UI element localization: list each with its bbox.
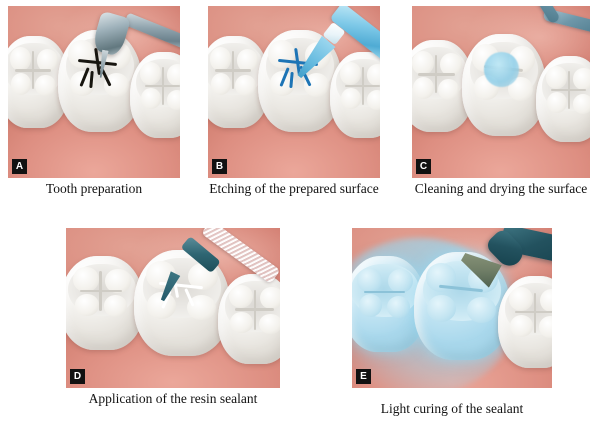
cusp	[367, 64, 380, 86]
cusp	[209, 47, 232, 71]
cusp	[268, 40, 295, 68]
fissure	[361, 67, 365, 106]
cusp	[140, 88, 162, 109]
tooth-right	[130, 52, 180, 138]
cusp	[358, 294, 382, 318]
cusp	[388, 269, 413, 294]
panel-badge-d: D	[70, 369, 85, 384]
cusp	[572, 93, 590, 114]
caption-a: Tooth preparation	[45, 181, 143, 196]
cusp	[230, 311, 253, 334]
fissure	[363, 290, 405, 294]
cusp	[228, 284, 253, 309]
fissure	[533, 292, 537, 334]
cusp	[439, 52, 463, 76]
tooth-right	[218, 274, 280, 364]
cusp	[210, 72, 232, 95]
tooth-left	[208, 36, 270, 128]
panel-badge-e: E	[356, 369, 371, 384]
panel-d-image: D	[66, 228, 280, 388]
cusp	[139, 62, 162, 85]
panel-badge-b: B	[212, 159, 227, 174]
cusp	[466, 297, 496, 324]
fissure	[514, 310, 552, 314]
cusp	[508, 287, 533, 311]
cusp	[340, 88, 362, 109]
cusp	[235, 74, 256, 96]
cusp	[68, 40, 95, 68]
panel-badge-a: A	[12, 159, 27, 174]
cusp	[105, 269, 131, 293]
fissure	[99, 271, 102, 311]
tooth-left	[412, 40, 474, 132]
panel-a: A	[8, 6, 180, 178]
panel-c: C	[412, 6, 590, 178]
tooth-left	[66, 256, 144, 350]
fissure	[31, 50, 35, 90]
fissure	[567, 71, 571, 110]
cusp	[166, 89, 180, 110]
panel-b-image: B	[208, 6, 380, 178]
cusp	[510, 314, 533, 337]
cusp	[357, 267, 382, 293]
cusp	[427, 295, 457, 323]
tooth-left	[352, 256, 426, 352]
cusp	[573, 68, 590, 90]
caption-b: Etching of the prepared surface	[209, 181, 379, 196]
cusp	[386, 296, 410, 319]
cusp	[438, 78, 460, 100]
cusp	[366, 89, 380, 110]
tooth-right	[536, 56, 590, 142]
cusp	[10, 72, 32, 95]
cusp	[167, 64, 180, 86]
cusp	[546, 92, 568, 113]
caption-e: Light curing of the sealant	[380, 401, 524, 416]
cusp	[9, 47, 32, 71]
rinse-gel	[483, 52, 520, 88]
cusp	[413, 76, 435, 99]
fissure	[231, 50, 235, 90]
cusp	[539, 316, 552, 338]
panel-e-image: E	[352, 228, 552, 388]
tooth-center	[462, 34, 546, 136]
cusp	[236, 48, 259, 72]
caption-d: Application of the resin sealant	[88, 391, 258, 406]
cusp	[75, 293, 99, 317]
cusp	[259, 286, 280, 310]
panel-d: D	[66, 228, 280, 388]
cusp	[412, 51, 435, 75]
cusp	[259, 313, 280, 335]
cusp	[103, 295, 128, 318]
cusp	[339, 62, 362, 85]
cusp	[35, 74, 56, 96]
fissure	[253, 290, 257, 330]
panel-e: E	[352, 228, 552, 388]
panel-c-image: C	[412, 6, 590, 178]
tooth-right	[330, 52, 380, 138]
cusp	[539, 288, 552, 312]
cusp	[545, 66, 568, 89]
caption-c: Cleaning and drying the surface	[414, 181, 588, 196]
panel-badge-c: C	[416, 159, 431, 174]
fissure	[434, 54, 438, 94]
cusp	[36, 48, 59, 72]
panel-a-image: A	[8, 6, 180, 178]
tooth-left	[8, 36, 70, 128]
panel-b: B	[208, 6, 380, 178]
cusp	[73, 267, 99, 292]
fissure	[161, 67, 165, 106]
tooth-right	[498, 276, 552, 368]
